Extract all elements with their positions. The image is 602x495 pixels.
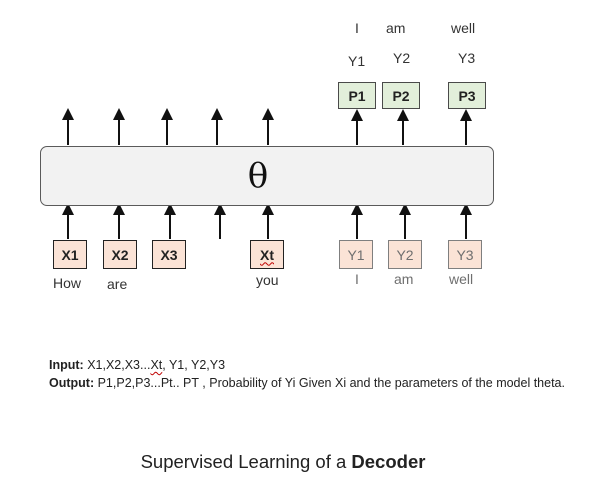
output-box-p2: P2 (382, 82, 420, 109)
input-box-x3: X3 (152, 240, 186, 269)
target-box-y1: Y1 (339, 240, 373, 269)
target-word-1: I (355, 271, 359, 287)
input-description-text-b: , Y1, Y2,Y3 (162, 358, 226, 372)
target-box-y3: Y3 (448, 240, 482, 269)
caption-bold: Decoder (351, 451, 426, 472)
input-word-4: you (256, 272, 279, 288)
target-word-3: well (449, 271, 474, 287)
caption-text: Supervised Learning of a (140, 451, 352, 472)
input-box-xt-text: Xt (260, 246, 274, 263)
input-description-xt: Xt (150, 358, 163, 372)
description-block: Input: X1,X2,X3...Xt, Y1, Y2,Y3 Output: … (49, 356, 589, 392)
target-box-y2: Y2 (388, 240, 422, 269)
output-label-y3: Y3 (458, 50, 476, 66)
input-box-xt: Xt (250, 240, 284, 269)
decoder-model-block (40, 146, 494, 206)
output-box-p3: P3 (448, 82, 486, 109)
output-word-3: well (451, 20, 476, 36)
input-description-text-a: X1,X2,X3... (83, 358, 151, 372)
input-word-1: How (53, 275, 82, 291)
input-description-label: Input: (49, 358, 84, 372)
output-box-p1: P1 (338, 82, 376, 109)
input-box-x2: X2 (103, 240, 137, 269)
output-word-2: am (386, 20, 406, 36)
theta-text: θ (247, 156, 269, 196)
input-box-x1: X1 (53, 240, 87, 269)
diagram-caption: Supervised Learning of a Decoder (0, 451, 566, 473)
input-description: Input: X1,X2,X3...Xt, Y1, Y2,Y3 (49, 356, 589, 374)
output-label-y2: Y2 (393, 50, 411, 66)
output-description-text: P1,P2,P3...Pt.. PT , Probability of Yi G… (94, 376, 565, 390)
output-description-label: Output: (49, 376, 95, 390)
target-word-2: am (394, 271, 414, 287)
output-label-y1: Y1 (348, 53, 366, 69)
output-word-1: I (355, 20, 359, 36)
output-description: Output: P1,P2,P3...Pt.. PT , Probability… (49, 374, 589, 392)
input-word-2: are (107, 276, 128, 292)
